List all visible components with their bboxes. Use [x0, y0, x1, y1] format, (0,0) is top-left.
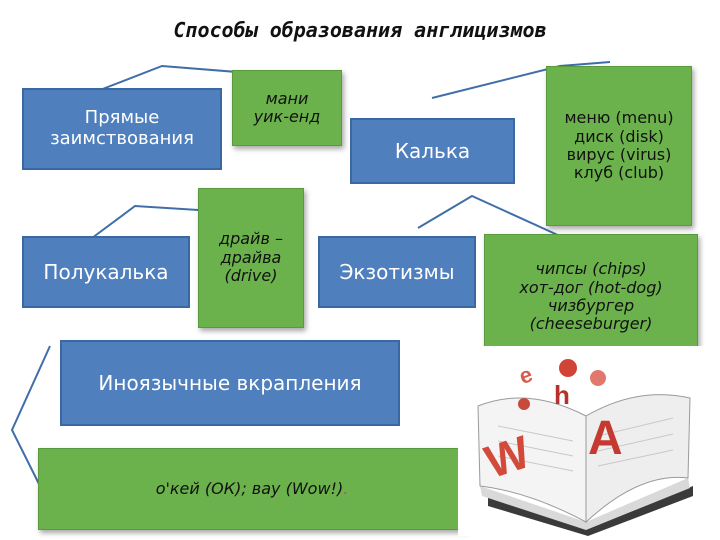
box-ok-wow-examples: о'кей (ОК); вау (Wow!).	[38, 448, 466, 530]
ok-wow-text: о'кей (ОК); вау (Wow!)	[155, 478, 344, 498]
decor-circle-1	[559, 359, 577, 377]
decor-circle-3	[518, 398, 530, 410]
box-drive-examples: драйв – драйва (drive)	[198, 188, 304, 328]
slide-title: Способы образования англицизмов	[173, 18, 547, 42]
box-calque: Калька	[350, 118, 515, 184]
book-letter-a: A	[588, 412, 623, 465]
box-foreign-inclusions: Иноязычные вкрапления	[60, 340, 400, 426]
connector-exoticisms-to-chips	[417, 194, 561, 237]
connector-direct-to-money	[99, 64, 263, 91]
trailing-dot: .	[343, 478, 349, 498]
box-semi-calque: Полукалька	[22, 236, 190, 308]
box-money-weekend-examples: мани уик-енд	[232, 70, 342, 146]
open-book-illustration: W A h e	[458, 346, 708, 536]
decor-circle-2	[590, 370, 606, 386]
box-exoticisms: Экзотизмы	[318, 236, 476, 308]
box-direct-borrowing: Прямые заимствования	[22, 88, 222, 170]
book-right-page	[585, 394, 691, 524]
connector-inclusions-to-examples	[10, 345, 51, 491]
box-menu-examples: меню (menu) диск (disk) вирус (virus) кл…	[546, 66, 692, 226]
book-page-edges	[480, 478, 690, 530]
box-chips-examples: чипсы (chips) хот-дог (hot-dog) чизбурге…	[484, 234, 698, 360]
book-letter-h: h	[554, 380, 570, 410]
